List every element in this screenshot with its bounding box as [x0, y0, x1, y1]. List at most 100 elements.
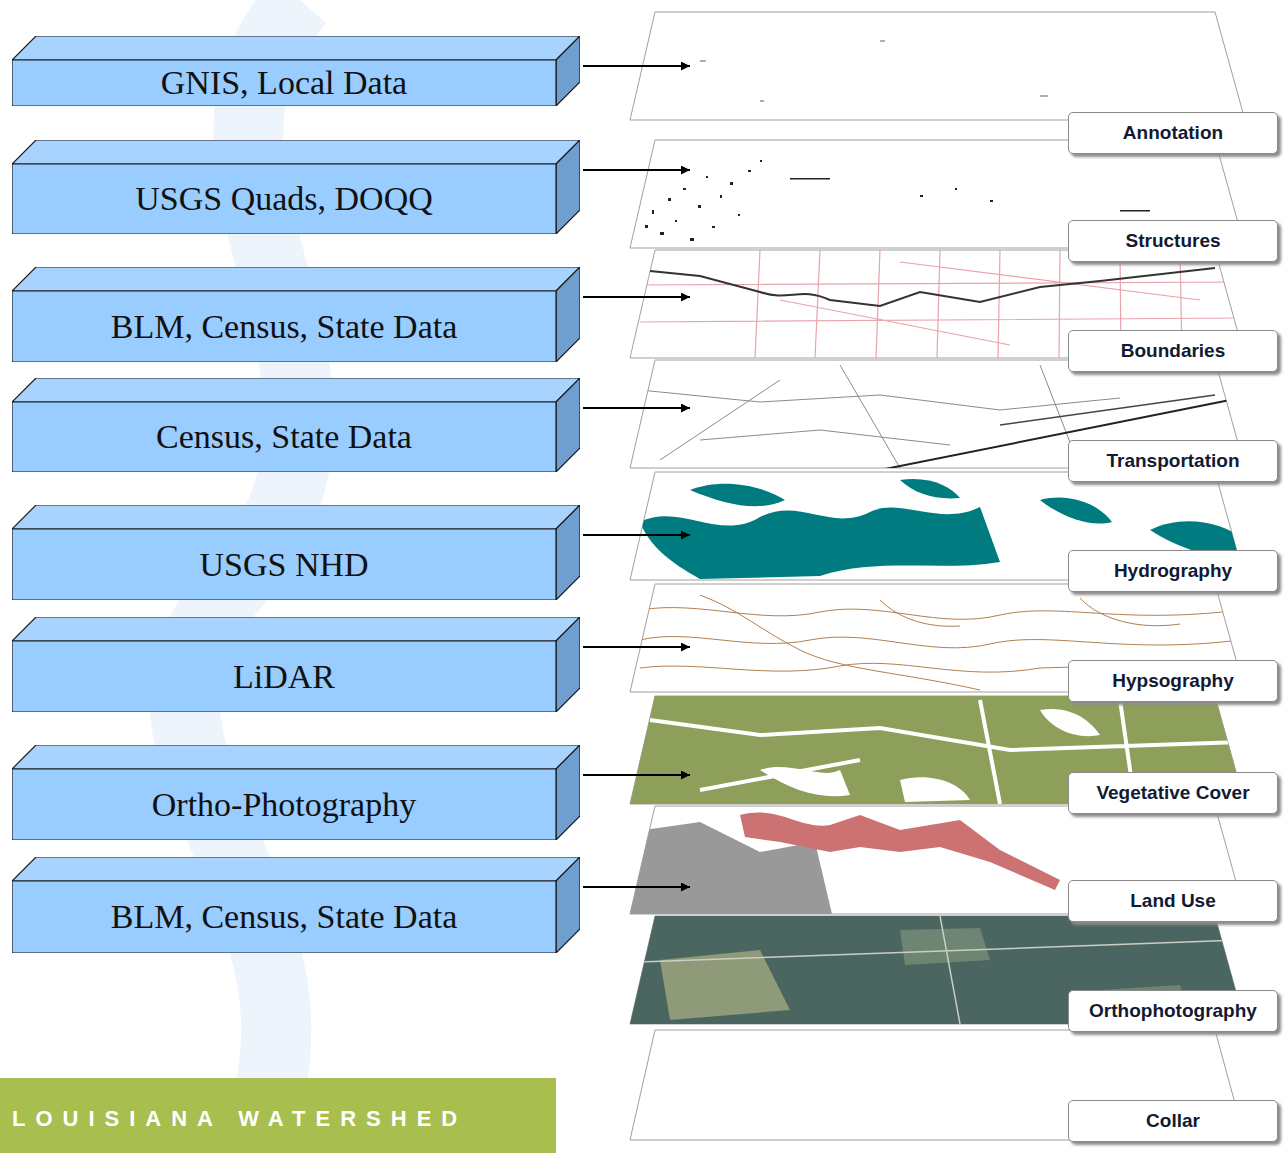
- contour: [640, 637, 1240, 648]
- mark: [700, 60, 706, 62]
- dot: [738, 214, 740, 216]
- box-top-face: [12, 378, 580, 402]
- layer-name: Annotation: [1123, 122, 1223, 144]
- collar-plane: [630, 1030, 1245, 1140]
- pointer-arrow: [583, 886, 690, 888]
- mark: [760, 100, 764, 102]
- water: [1040, 498, 1112, 524]
- land-use-areas: [630, 813, 1060, 914]
- dot: [730, 182, 733, 185]
- layer-label: Hypsography: [1068, 660, 1278, 702]
- box-side-face: [556, 36, 580, 106]
- dot: [698, 205, 701, 208]
- annotation-marks: [700, 40, 1048, 102]
- box-face: Census, State Data: [12, 402, 556, 472]
- layer-label: Structures: [1068, 220, 1278, 262]
- dot: [660, 232, 664, 235]
- layer-name: Structures: [1125, 230, 1220, 252]
- dot: [683, 188, 686, 190]
- source-box: Ortho-Photography: [12, 745, 580, 840]
- box-side-face: [556, 140, 580, 234]
- layer-label: Orthophotography: [1068, 990, 1278, 1032]
- dot: [990, 200, 993, 202]
- layer-name: Orthophotography: [1089, 1000, 1257, 1022]
- dot: [790, 178, 830, 180]
- box-side-face: [556, 378, 580, 472]
- water: [900, 479, 960, 498]
- box-side-face: [556, 745, 580, 840]
- layer-label: Vegetative Cover: [1068, 772, 1278, 814]
- box-top-face: [12, 617, 580, 641]
- box-front-face: [12, 291, 556, 362]
- dot: [712, 226, 715, 228]
- source-box: GNIS, Local Data: [12, 36, 580, 106]
- box-front-face: [12, 881, 556, 953]
- landuse-plane: [630, 806, 1245, 914]
- dot: [920, 195, 923, 197]
- box-top-face: [12, 267, 580, 291]
- box-face: USGS NHD: [12, 529, 556, 600]
- box-front-face: [12, 529, 556, 600]
- pointer-arrow: [583, 646, 690, 648]
- source-box: BLM, Census, State Data: [12, 267, 580, 362]
- pointer-arrow: [583, 407, 690, 409]
- pointer-arrow: [583, 534, 690, 536]
- layer-label: Transportation: [1068, 440, 1278, 482]
- highway: [1000, 395, 1215, 425]
- water: [640, 507, 1000, 579]
- source-box: Census, State Data: [12, 378, 580, 472]
- layer-label: Annotation: [1068, 112, 1278, 154]
- layer-name: Transportation: [1106, 450, 1239, 472]
- layer-name: Hypsography: [1112, 670, 1233, 692]
- dot: [760, 160, 762, 162]
- contour: [880, 598, 1180, 626]
- source-text: Census, State Data: [156, 418, 412, 456]
- source-text: Ortho-Photography: [152, 786, 416, 824]
- box-face: Ortho-Photography: [12, 769, 556, 840]
- pointer-arrow: [583, 774, 690, 776]
- box-front-face: [12, 641, 556, 712]
- source-text: USGS NHD: [199, 546, 368, 584]
- dot: [748, 170, 751, 172]
- layer-name: Vegetative Cover: [1096, 782, 1249, 804]
- pointer-arrows: [583, 66, 690, 887]
- contour: [700, 595, 980, 690]
- box-face: USGS Quads, DOQQ: [12, 164, 556, 234]
- dot: [955, 188, 957, 190]
- box-side-face: [556, 505, 580, 600]
- layer-label: Hydrography: [1068, 550, 1278, 592]
- box-top-face: [12, 505, 580, 529]
- dot: [668, 198, 671, 201]
- vegetation: [620, 696, 1260, 806]
- box-front-face: [12, 164, 556, 234]
- box-front-face: [12, 402, 556, 472]
- source-text: GNIS, Local Data: [161, 64, 407, 102]
- box-side-face: [556, 857, 580, 953]
- photo: [620, 916, 1260, 1026]
- box-face: LiDAR: [12, 641, 556, 712]
- layer-name: Hydrography: [1114, 560, 1232, 582]
- box-front-face: [12, 769, 556, 840]
- source-box: LiDAR: [12, 617, 580, 712]
- dot: [652, 210, 654, 214]
- layer-label: Boundaries: [1068, 330, 1278, 372]
- layer-name: Boundaries: [1121, 340, 1226, 362]
- layer-name: Land Use: [1130, 890, 1216, 912]
- pointer-arrow: [583, 296, 690, 298]
- source-box: BLM, Census, State Data: [12, 857, 580, 953]
- mark: [880, 40, 885, 42]
- box-top-face: [12, 745, 580, 769]
- box-side-face: [556, 267, 580, 362]
- layer-label: Collar: [1068, 1100, 1278, 1142]
- dot: [645, 225, 648, 228]
- box-side-face: [556, 617, 580, 712]
- box-top-face: [12, 36, 580, 60]
- box-front-face: [12, 60, 556, 106]
- layer-name: Collar: [1146, 1110, 1200, 1132]
- dot: [706, 176, 708, 178]
- box-top-face: [12, 857, 580, 881]
- dot: [690, 238, 694, 241]
- annotation-plane: [630, 12, 1245, 120]
- brand-text: LOUISIANA WATERSHED: [12, 1106, 467, 1132]
